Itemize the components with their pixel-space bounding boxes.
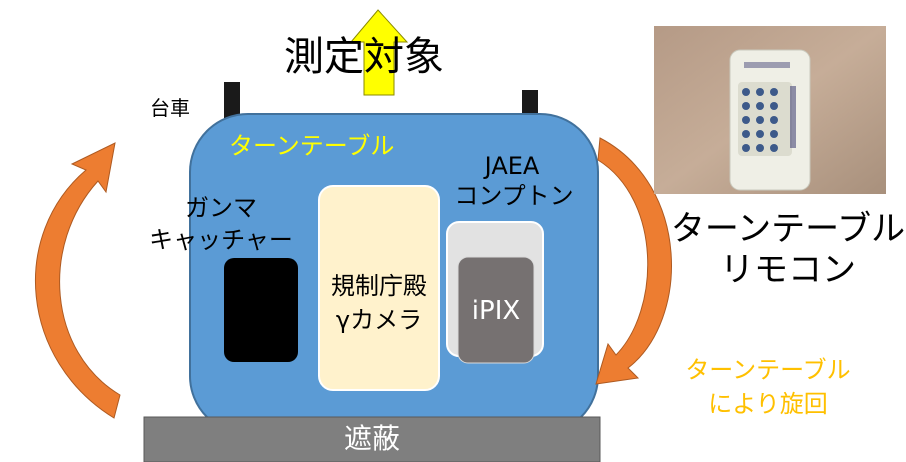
- jaea-label-1: JAEA: [484, 152, 540, 180]
- target-up-arrow: [349, 9, 409, 96]
- remote-control-photo: [654, 26, 886, 194]
- shield-label: 遮蔽: [343, 422, 400, 455]
- gamma-catcher-label-2: キャッチャー: [149, 226, 293, 254]
- cart-label: 台車: [150, 96, 190, 120]
- rotation-label-1: ターンテーブル: [685, 356, 851, 384]
- rotation-arrow-right: [595, 137, 672, 385]
- shield-base: [143, 416, 601, 462]
- rotation-label-2: により旋回: [708, 390, 828, 418]
- nra-label-1: 規制庁殿: [331, 272, 427, 300]
- remote-label-2: リモコン: [720, 250, 856, 290]
- cart-post-left: [224, 82, 240, 122]
- gamma-catcher-box: [224, 258, 298, 362]
- jaea-label-2: コンプトン: [454, 182, 574, 210]
- turntable-label: ターンテーブル: [229, 132, 395, 160]
- remote-label-1: ターンテーブル: [670, 209, 906, 249]
- nra-label-2: γカメラ: [335, 306, 423, 334]
- rotation-arrow-left: [35, 142, 121, 419]
- ipix-label: iPIX: [471, 296, 521, 326]
- ipix-box: [457, 256, 535, 364]
- nra-gamma-camera-box: [318, 185, 440, 391]
- gamma-catcher-label-1: ガンマ: [185, 194, 257, 222]
- target-label: 測定対象: [284, 34, 444, 80]
